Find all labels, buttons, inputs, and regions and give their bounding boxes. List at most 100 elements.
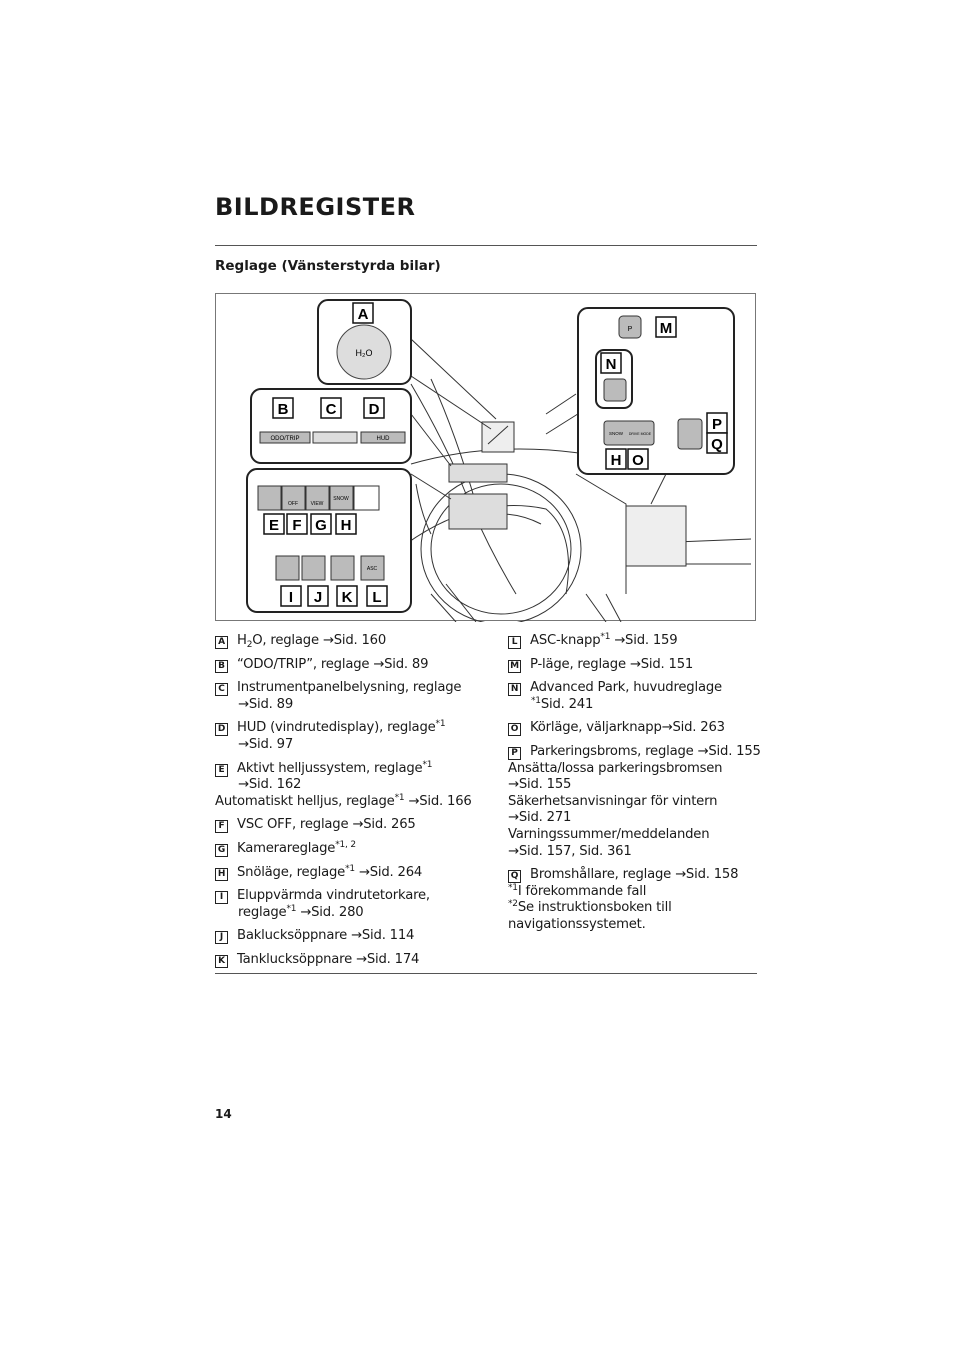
legend-line: B“ODO/TRIP”, reglage →Sid. 89: [215, 657, 475, 674]
legend-text: I förekommande fall: [517, 883, 647, 899]
legend-text: Säkerhetsanvisningar för vintern: [508, 793, 718, 809]
legend-line: →Sid. 89: [215, 697, 475, 714]
legend-text: VSC OFF, reglage →Sid. 265: [237, 817, 416, 833]
legend-text: Tanklucksöppnare →Sid. 174: [237, 951, 420, 967]
legend-text: Kamerareglage: [237, 840, 336, 856]
legend-text: 2: [246, 640, 253, 650]
legend-note: Säkerhetsanvisningar för vintern: [508, 794, 768, 811]
legend-text: →Sid. 162: [238, 777, 302, 793]
legend-item-b: B“ODO/TRIP”, reglage →Sid. 89: [215, 657, 475, 674]
letter-box-q: Q: [508, 870, 521, 884]
label-box-j: [307, 585, 329, 607]
label-e: E: [269, 517, 279, 534]
label-box-f: [286, 513, 308, 535]
section-subtitle: Reglage (Vänsterstyrda bilar): [215, 258, 441, 274]
footnote-marker: *1: [508, 882, 518, 893]
label-box-b: [272, 397, 294, 419]
legend-text: →Sid. 89: [238, 696, 294, 712]
label-m: M: [660, 320, 673, 337]
p-button: [618, 315, 642, 339]
legend-line: *1Sid. 241: [508, 696, 768, 714]
label-d: D: [369, 401, 380, 418]
letter-box-g: G: [215, 843, 228, 857]
legend-text: Ansätta/lossa parkeringsbromsen: [508, 760, 723, 776]
page-title: BILDREGISTER: [215, 193, 416, 221]
footnote-marker: *1: [286, 903, 297, 914]
label-l: L: [372, 589, 381, 606]
legend-item-k: K Tanklucksöppnare →Sid. 174: [215, 952, 475, 969]
label-box-k: [336, 585, 358, 607]
legend-note: Varningssummer/meddelanden: [508, 827, 768, 844]
label-box-m: [655, 316, 677, 338]
h2o-switch-text: H₂O: [356, 348, 373, 358]
label-box-a: [352, 302, 374, 324]
legend-text: navigationssystemet.: [508, 916, 646, 932]
label-a: A: [358, 306, 369, 323]
legend-note: →Sid. 157, Sid. 361: [508, 844, 768, 861]
legend-text: →Sid. 280: [296, 904, 364, 920]
label-box-g: [310, 513, 332, 535]
dashboard-diagram: H₂O ODO/TRIP HUD VIEW OFF SNOW ASC P SNO…: [246, 299, 752, 622]
legend-text: →Sid. 271: [508, 810, 572, 826]
legend-text: reglage: [238, 904, 287, 920]
legend-note: *1I förekommande fall: [508, 882, 768, 901]
legend-line: reglage*1 →Sid. 280: [215, 903, 475, 922]
letter-box-d: D: [215, 723, 228, 737]
footnote-marker: *2: [508, 899, 518, 910]
letter-box-i: I: [215, 891, 228, 905]
drive-mode-text: DRIVE MODE: [629, 432, 652, 436]
letter-box-a: A: [215, 636, 228, 649]
label-h: H: [341, 517, 352, 534]
footnote-marker: *1: [600, 632, 611, 642]
label-f: F: [292, 517, 301, 534]
legend-note: navigationssystemet.: [508, 917, 768, 934]
letter-box-k: K: [215, 954, 228, 968]
legend-line: G Kamerareglage*1, 2: [215, 839, 475, 858]
legend-text: →Sid. 155: [508, 777, 572, 793]
odo-trip-button-text: ODO/TRIP: [270, 436, 299, 442]
legend-line: Q Bromshållare, reglage →Sid. 158: [508, 867, 768, 884]
letter-box-p: P: [508, 746, 521, 760]
snow-button-text: SNOW: [333, 496, 349, 502]
odo-trip-button: [259, 431, 311, 444]
legend-text: →Sid. 97: [238, 736, 294, 752]
legend-text: →Sid. 166: [404, 793, 472, 809]
label-box-h: [335, 513, 357, 535]
legend-text: Bromshållare, reglage →Sid. 158: [530, 867, 739, 883]
label-box-h2: [605, 448, 627, 470]
label-box-o: [627, 448, 649, 470]
legend-note: →Sid. 155: [508, 777, 768, 794]
label-i: I: [289, 589, 293, 606]
legend-note: →Sid. 271: [508, 810, 768, 827]
off-button-text: OFF: [288, 501, 298, 507]
legend-text: P-läge, reglage →Sid. 151: [530, 656, 694, 672]
hud-button: [360, 431, 406, 444]
label-h2: H: [611, 452, 622, 469]
footnote-marker: *1: [435, 719, 446, 730]
p-button-text: P: [628, 326, 633, 333]
legend-text: O, reglage →Sid. 160: [252, 633, 387, 648]
label-box-l: [366, 585, 388, 607]
legend-text: Advanced Park, huvudreglage: [530, 680, 722, 696]
bottom-divider: [215, 973, 757, 974]
legend-text: ASC-knapp: [530, 633, 601, 648]
parking-brake-buttons: [677, 418, 703, 450]
footnote-marker: *1, 2: [335, 839, 356, 850]
label-box-c: [320, 397, 342, 419]
legend-text: →Sid. 157, Sid. 361: [508, 843, 632, 859]
